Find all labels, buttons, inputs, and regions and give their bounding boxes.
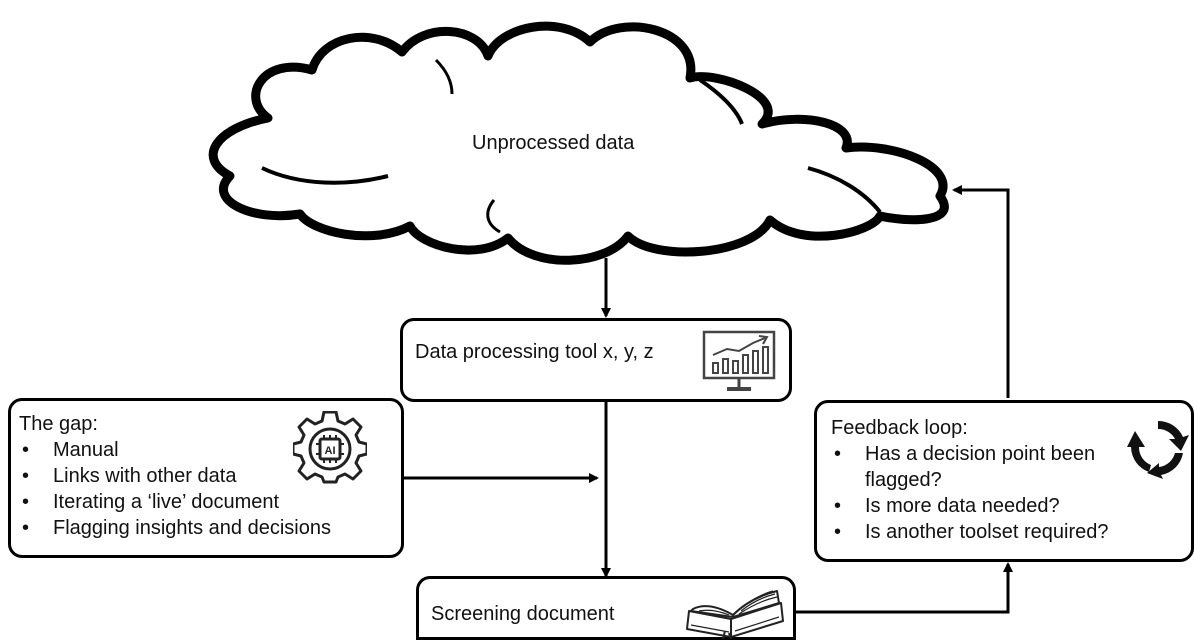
gap-title: The gap: xyxy=(19,413,98,435)
gap-item-links: Links with other data xyxy=(19,463,331,489)
arrow-feedback-to-cloud xyxy=(952,185,1010,398)
svg-text:AI: AI xyxy=(325,445,336,457)
open-book-icon xyxy=(685,581,785,644)
ai-gear-icon: AI xyxy=(291,410,369,490)
gap-item-iterating: Iterating a ‘live’ document xyxy=(19,489,331,515)
gap-item-manual: Manual xyxy=(19,437,331,463)
data-processing-tool-box: Data processing tool x, y, z xyxy=(400,318,792,402)
chart-monitor-icon xyxy=(701,329,779,400)
feedback-title: Feedback loop: xyxy=(831,417,968,439)
data-processing-tool-label: Data processing tool x, y, z xyxy=(415,341,654,363)
feedback-loop-box: Feedback loop: Has a decision point been… xyxy=(814,400,1194,562)
screening-document-label: Screening document xyxy=(431,603,615,625)
gap-box: The gap: Manual Links with other data It… xyxy=(8,398,404,558)
cloud-shape xyxy=(208,21,949,265)
gap-list: Manual Links with other data Iterating a… xyxy=(19,437,331,541)
screening-document-box: Screening document xyxy=(416,576,796,640)
arrow-screening-to-feedback xyxy=(796,562,1013,614)
cloud-label: Unprocessed data xyxy=(472,132,635,154)
cycle-arrows-icon xyxy=(1127,417,1189,484)
feedback-item-toolset: Is another toolset required? xyxy=(831,519,1109,545)
feedback-item-decision-cont: flagged? xyxy=(865,469,942,491)
feedback-item-more-data: Is more data needed? xyxy=(831,493,1109,519)
gap-item-flagging: Flagging insights and decisions xyxy=(19,515,331,541)
